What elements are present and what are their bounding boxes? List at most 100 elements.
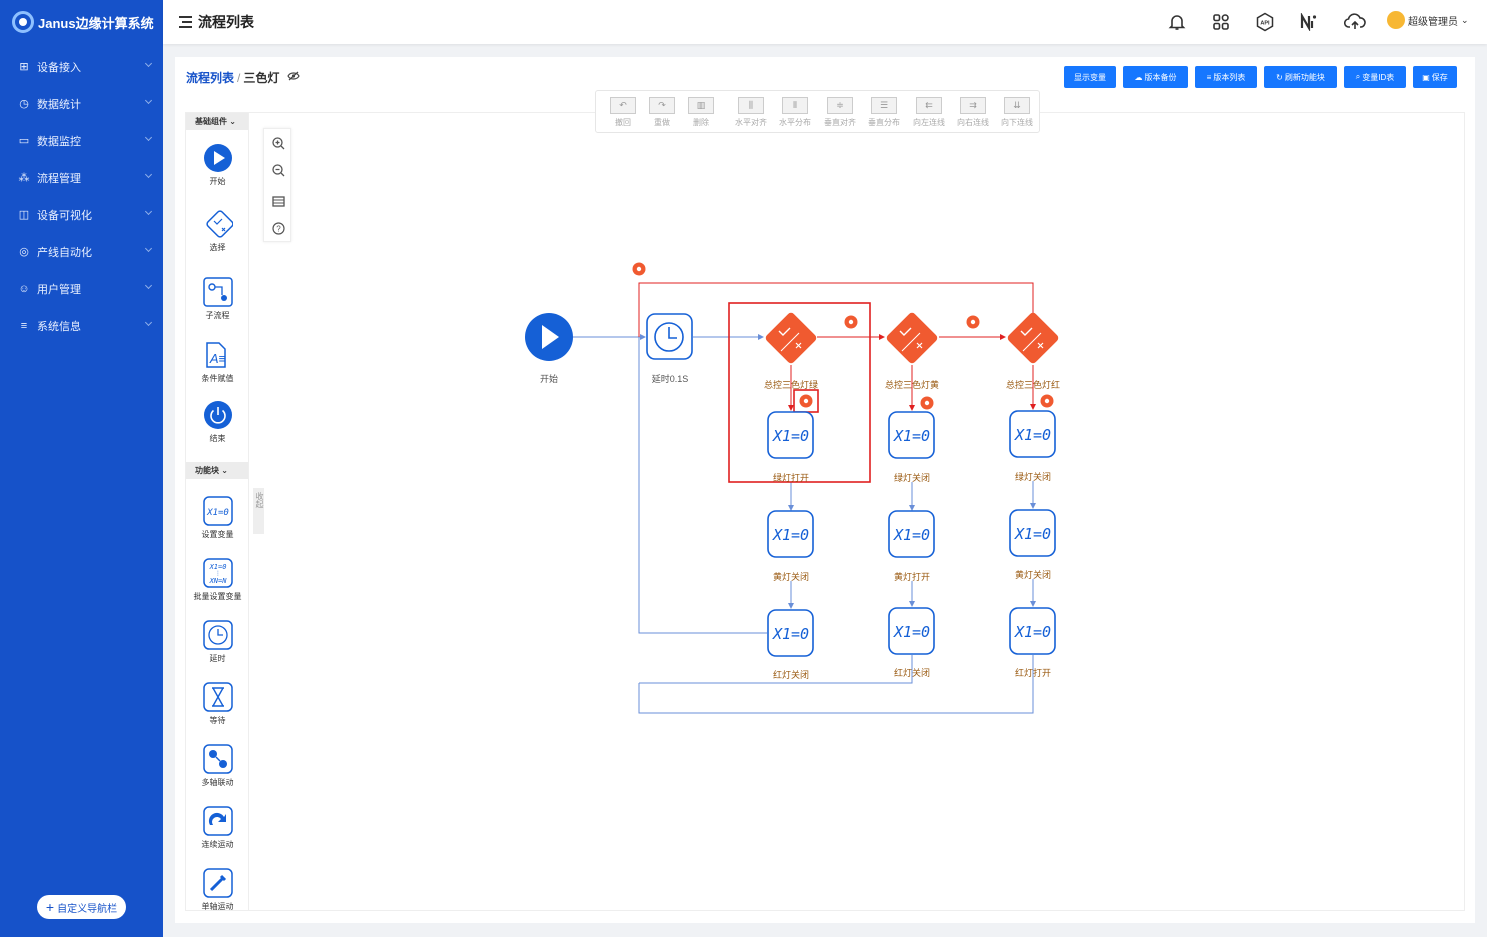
align-horizontal-button[interactable]: ⫼水平对齐 (729, 97, 773, 128)
flow-editor: 流程列表 / 三色灯 显示变量 ☁版本备份 ≡版本列表 ↻刷新功能块 ⌕变量ID… (175, 57, 1475, 923)
start-node[interactable] (525, 313, 573, 361)
set-node-r-1[interactable] (1009, 410, 1056, 458)
redo-icon: ↷ (649, 97, 675, 114)
sidebar-item-data-stats[interactable]: ◷数据统计 (0, 85, 163, 122)
palette-item-delay[interactable]: 延时 (186, 620, 249, 664)
palette-item-continuous-motion[interactable]: 连续运动 (186, 806, 249, 850)
collapse-label: 收起 (255, 492, 264, 508)
help-icon[interactable]: ? (270, 220, 286, 236)
set-node-g-3[interactable] (767, 609, 814, 657)
sidebar-item-system-info[interactable]: ≡系统信息 (0, 307, 163, 344)
apps-icon[interactable] (1209, 10, 1233, 34)
distribute-vertical-button[interactable]: ☰垂直分布 (862, 97, 906, 128)
palette-item-start[interactable]: 开始 (186, 143, 249, 187)
palette-item-set-variable[interactable]: X1=0 设置变量 (186, 496, 249, 540)
set-node-r-2[interactable] (1009, 509, 1056, 557)
edit-label: 垂直分布 (868, 118, 900, 127)
search-icon: ⌕ (1355, 72, 1361, 81)
custom-nav-button[interactable]: +自定义导航栏 (37, 895, 126, 919)
palette-collapse-tab[interactable]: 收起 (253, 488, 264, 534)
connect-down-button[interactable]: ⇊向下连线 (995, 97, 1039, 128)
set-node-r-3[interactable] (1009, 607, 1056, 655)
set-node-y-2[interactable] (888, 510, 935, 558)
palette-item-choice[interactable]: 选择 (186, 209, 249, 253)
gear-icon[interactable] (966, 315, 980, 329)
version-list-button[interactable]: ≡版本列表 (1195, 66, 1257, 88)
undo-button[interactable]: ↶撤回 (601, 97, 645, 128)
delay-node[interactable] (646, 313, 693, 360)
sidebar-item-user-manage[interactable]: ☺用户管理 (0, 270, 163, 307)
connect-down-icon: ⇊ (1004, 97, 1030, 114)
gear-icon[interactable] (799, 394, 813, 408)
trash-icon: ▥ (688, 97, 714, 114)
palette-item-single-axis[interactable]: 单轴运动 (186, 868, 249, 910)
user-menu[interactable]: 超级管理员 ⌄ (1387, 11, 1469, 29)
gear-icon[interactable] (1040, 394, 1054, 408)
decision-label-green: 总控三色灯绿 (763, 380, 818, 390)
chevron-down-icon: ⌄ (1461, 14, 1469, 25)
fit-view-icon[interactable] (270, 193, 286, 209)
flow-canvas[interactable]: X1=0 X1=0 X1=0 X1=0 X1=0 X1=0 X1=0 X1=0 … (175, 57, 1475, 923)
palette-item-wait[interactable]: 等待 (186, 682, 249, 726)
palette-item-label: 选择 (209, 243, 226, 252)
palette-item-subflow[interactable]: 子流程 (186, 277, 249, 321)
sidebar-item-device-visual[interactable]: ◫设备可视化 (0, 196, 163, 233)
set-node-y-3[interactable] (888, 607, 935, 655)
edit-label: 重做 (654, 118, 670, 127)
gear-icon[interactable] (632, 262, 646, 276)
connect-right-button[interactable]: ⇉向右连线 (951, 97, 995, 128)
refresh-blocks-button[interactable]: ↻刷新功能块 (1264, 66, 1337, 88)
connect-left-icon: ⇇ (916, 97, 942, 114)
chevron-down-icon (144, 244, 153, 253)
palette-item-multi-axis[interactable]: 多轴联动 (186, 744, 249, 788)
palette-item-end[interactable]: 结束 (186, 400, 249, 444)
decision-node-red[interactable] (1006, 311, 1060, 365)
version-backup-button[interactable]: ☁版本备份 (1123, 66, 1188, 88)
cloud-upload-icon[interactable] (1343, 10, 1367, 34)
top-header: 流程列表 API 超级管理员 ⌄ (163, 0, 1487, 44)
set-node-g-2[interactable] (767, 510, 814, 558)
breadcrumb-separator: / (237, 70, 241, 85)
palette-func-header[interactable]: 功能块 ⌄ (186, 462, 248, 479)
decision-node-yellow[interactable] (885, 311, 939, 365)
delay-node-label: 延时0.1S (651, 374, 689, 384)
palette-item-batch-set-variable[interactable]: X1=0⋮XN=N 批量设置变量 (186, 558, 249, 602)
sidebar-item-data-monitor[interactable]: ▭数据监控 (0, 122, 163, 159)
zoom-out-icon[interactable] (270, 162, 286, 178)
svg-text:A≡: A≡ (208, 351, 225, 366)
zoom-in-icon[interactable] (270, 135, 286, 151)
distribute-horizontal-button[interactable]: ⫴水平分布 (773, 97, 817, 128)
api-icon[interactable]: API (1253, 10, 1277, 34)
set-node-g-1[interactable] (767, 411, 814, 459)
palette-item-label: 单轴运动 (201, 902, 234, 910)
delete-button[interactable]: ▥删除 (679, 97, 723, 128)
edit-label: 向左连线 (913, 118, 945, 127)
connect-left-button[interactable]: ⇇ 向左连线 (907, 97, 951, 128)
palette-basic-header[interactable]: 基础组件 ⌄ (186, 113, 248, 130)
sidebar-item-flow-manage[interactable]: ⁂流程管理 (0, 159, 163, 196)
set-node-label: 黄灯关闭 (772, 572, 809, 582)
app-logo[interactable]: Janus边缘计算系统 (0, 0, 163, 44)
bell-icon[interactable] (1165, 10, 1189, 34)
set-variable-icon: X1=0 (202, 496, 233, 526)
palette-item-label: 等待 (209, 716, 226, 725)
svg-text:XN=N: XN=N (208, 577, 227, 585)
node-red-icon[interactable] (1297, 10, 1321, 34)
palette-item-label: 结束 (209, 434, 226, 443)
set-node-y-1[interactable] (888, 411, 935, 459)
palette-item-conditional-assign[interactable]: A≡ 条件赋值 (186, 340, 249, 384)
page-title: 流程列表 (179, 12, 254, 32)
gear-icon[interactable] (920, 396, 934, 410)
menu-toggle-icon[interactable] (179, 16, 192, 28)
save-button[interactable]: ▣保存 (1413, 66, 1457, 88)
align-vertical-button[interactable]: ≑垂直对齐 (818, 97, 862, 128)
breadcrumb-parent[interactable]: 流程列表 (186, 71, 235, 85)
decision-node-green[interactable] (764, 311, 818, 365)
variable-id-table-button[interactable]: ⌕变量ID表 (1344, 66, 1406, 88)
eye-off-icon[interactable] (287, 71, 301, 84)
sidebar-item-device-access[interactable]: ⊞设备接入 (0, 48, 163, 85)
gear-icon[interactable] (844, 315, 858, 329)
sidebar-item-line-automation[interactable]: ◎产线自动化 (0, 233, 163, 270)
show-variables-button[interactable]: 显示变量 (1064, 66, 1116, 88)
redo-button[interactable]: ↷ 重做 (640, 97, 684, 128)
